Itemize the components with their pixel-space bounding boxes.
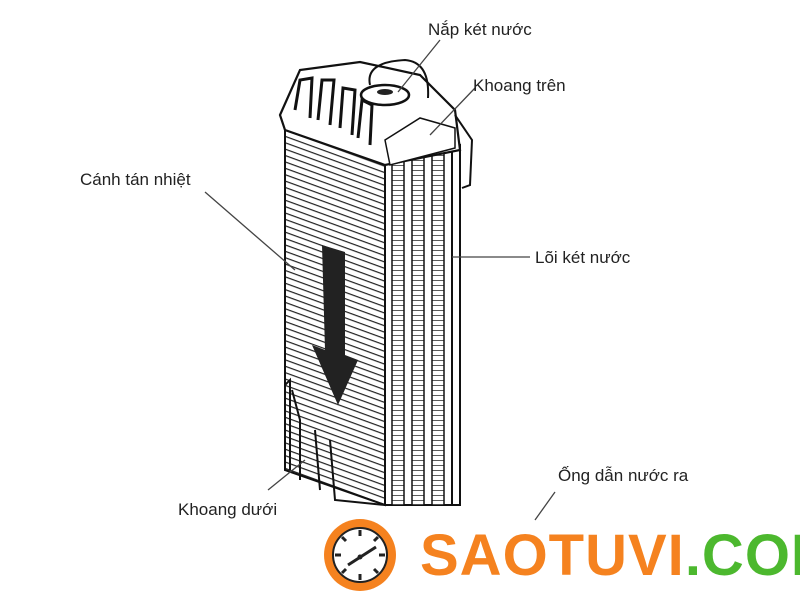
label-core: Lõi két nước [535,248,631,267]
label-cap: Nắp két nước [428,20,532,39]
flow-arrow [312,245,358,405]
label-upper-tank: Khoang trên [473,76,566,95]
clock-icon [324,519,396,591]
label-fins: Cánh tán nhiệt [80,170,191,189]
watermark-text: SAOTUVI.COM [420,523,800,588]
lower-tank [284,377,386,506]
core-tubes [384,143,461,506]
label-outlet: Ống dẫn nước ra [558,466,689,485]
upper-tank [278,60,474,189]
radiator-cap [359,58,430,107]
leader-lines [204,39,556,521]
label-lower-tank: Khoang dưới [178,500,278,519]
watermark-logo: SAOTUVI.COM [320,515,800,595]
